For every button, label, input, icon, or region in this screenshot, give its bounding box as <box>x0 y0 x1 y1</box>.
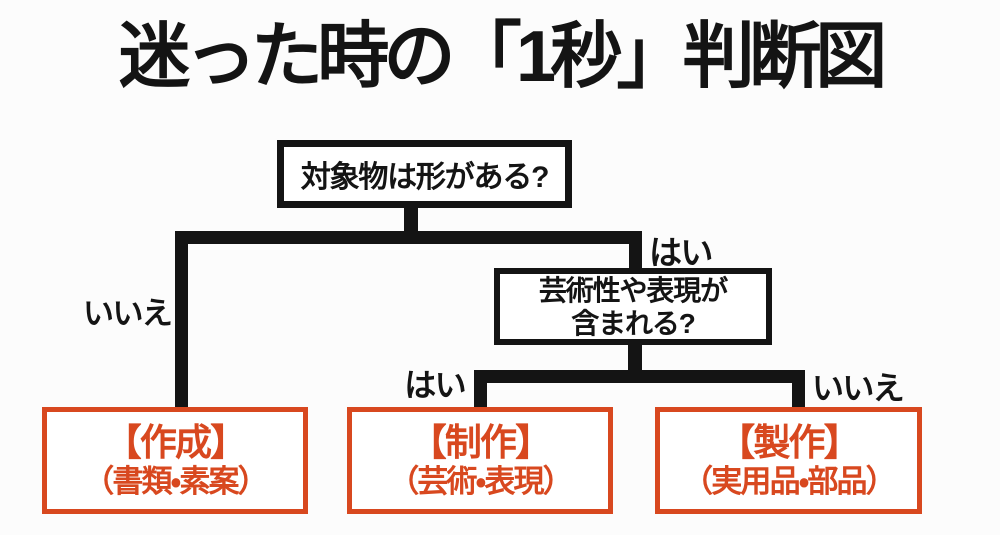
connector-sub-no-vertical <box>792 370 805 410</box>
result-scope: （書類・素案） <box>83 463 268 499</box>
result-term: 【制作】 <box>409 421 552 463</box>
sub-question-line1: 芸術性や表現が <box>538 274 728 306</box>
branch-label-root-no: いいえ <box>83 296 173 331</box>
node-result-seisaku-goods: 【製作】 （実用品・部品） <box>655 407 922 514</box>
connector-root-stub <box>404 203 418 235</box>
branch-label-sub-yes: はい <box>404 367 466 403</box>
connector-yes-branch-vertical <box>629 231 642 273</box>
root-question-text: 対象物は形がある? <box>300 161 550 194</box>
connector-split2-horizontal <box>474 370 805 383</box>
connector-sub-yes-vertical <box>474 370 487 410</box>
result-term: 【作成】 <box>104 421 247 463</box>
node-result-seisaku-art: 【制作】 （芸術・表現） <box>347 407 613 514</box>
node-result-sakusei: 【作成】 （書類・素案） <box>42 407 308 514</box>
result-scope: （実用品・部品） <box>682 463 897 499</box>
connector-no-branch-vertical <box>175 231 188 408</box>
node-sub-question: 芸術性や表現が 含まれる? <box>494 268 772 345</box>
result-scope: （芸術・表現） <box>388 463 573 499</box>
branch-label-sub-no: いいえ <box>812 370 905 406</box>
connector-sub-stub <box>628 342 642 373</box>
node-root-question: 対象物は形がある? <box>277 140 572 208</box>
connector-split1-horizontal <box>175 231 642 244</box>
page-title: 迷った時の「1秒」判断図 <box>118 17 888 97</box>
branch-label-root-yes: はい <box>649 234 713 271</box>
result-term: 【製作】 <box>718 421 860 463</box>
sub-question-line2: 含まれる? <box>571 307 696 339</box>
